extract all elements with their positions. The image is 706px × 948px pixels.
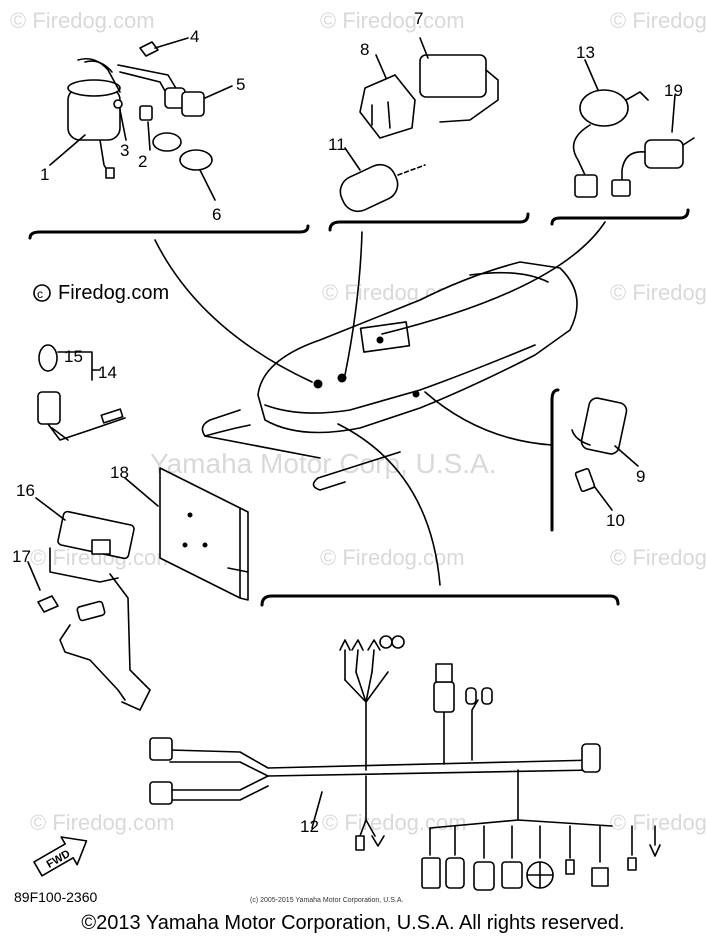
- callout-label: 5: [236, 75, 245, 94]
- callout-label: 16: [16, 481, 35, 500]
- callout-labels: 1 2 3 4 5 6 7 8 9 10 11 12 13 14 15 16 1…: [12, 9, 683, 836]
- part-number: 89F100-2360: [14, 889, 98, 905]
- switch-group: [550, 59, 695, 226]
- callout-label: 1: [40, 165, 49, 184]
- callout-label: 4: [190, 27, 199, 46]
- callout-label: 9: [636, 467, 645, 486]
- bulb-group: [37, 344, 126, 441]
- bracket-plate: [580, 397, 628, 455]
- cdi-group: [328, 37, 530, 232]
- watermark-text: © Firedog.com: [322, 810, 467, 835]
- callout-label: 17: [12, 547, 31, 566]
- callout-label: 15: [64, 347, 83, 366]
- plate-group: [124, 467, 249, 601]
- cdi-bracket-group: [550, 388, 639, 532]
- watermark-text: © Firedog.com: [320, 8, 465, 33]
- callout-label: 3: [120, 141, 129, 160]
- condenser: [339, 163, 399, 213]
- rectifier: [359, 74, 416, 139]
- fwd-arrow: FWD: [33, 836, 88, 877]
- copyright-symbol: c: [37, 287, 43, 301]
- watermark-text: © Firedog.com: [30, 810, 175, 835]
- callout-label: 12: [300, 817, 319, 836]
- callout-label: 6: [212, 205, 221, 224]
- bolt: [574, 467, 596, 493]
- callout-label: 11: [328, 135, 346, 154]
- stop-switch: [644, 139, 684, 169]
- plug-cap: [181, 91, 205, 117]
- copyright-footer: ©2013 Yamaha Motor Corporation, U.S.A. A…: [81, 912, 625, 934]
- watermark-text: © Firedog.com: [320, 545, 465, 570]
- cdi-unit: [419, 54, 487, 98]
- watermark-text: © Firedog: [610, 280, 706, 305]
- callout-label: 7: [414, 9, 423, 28]
- grommet: [152, 132, 182, 152]
- callout-label: 14: [98, 363, 117, 382]
- fwd-label: FWD: [45, 848, 73, 871]
- watermark-text: © Firedog: [610, 545, 706, 570]
- watermark-center-text: Yamaha Motor Corp, U.S.A.: [150, 448, 497, 479]
- relay-group: [27, 497, 151, 711]
- wire-harness: [149, 594, 661, 891]
- bulb-socket: [37, 391, 61, 425]
- callout-label: 18: [110, 463, 129, 482]
- callout-label: 10: [606, 511, 625, 530]
- firedog-label: c Firedog.com: [33, 282, 169, 304]
- small-credit: (c) 2005-2015 Yamaha Motor Corporation, …: [250, 897, 403, 904]
- callout-label: 8: [360, 40, 369, 59]
- ignition-coil-group: [28, 37, 310, 240]
- bulb: [38, 344, 58, 372]
- firedog-text: Firedog.com: [58, 282, 169, 304]
- watermark-layer: © Firedog.com © Firedog.com © Firedog © …: [10, 8, 706, 835]
- callout-label: 2: [138, 152, 147, 171]
- snowmobile: [154, 221, 606, 586]
- watermark-text: © Firedog.com: [10, 8, 155, 33]
- watermark-text: © Firedog: [610, 8, 706, 33]
- bolt: [37, 595, 59, 613]
- callout-label: 19: [664, 81, 683, 100]
- callout-label: 13: [576, 43, 595, 62]
- mounting-plate: [159, 467, 241, 599]
- main-switch: [579, 89, 629, 127]
- watermark-text: © Firedog: [610, 810, 706, 835]
